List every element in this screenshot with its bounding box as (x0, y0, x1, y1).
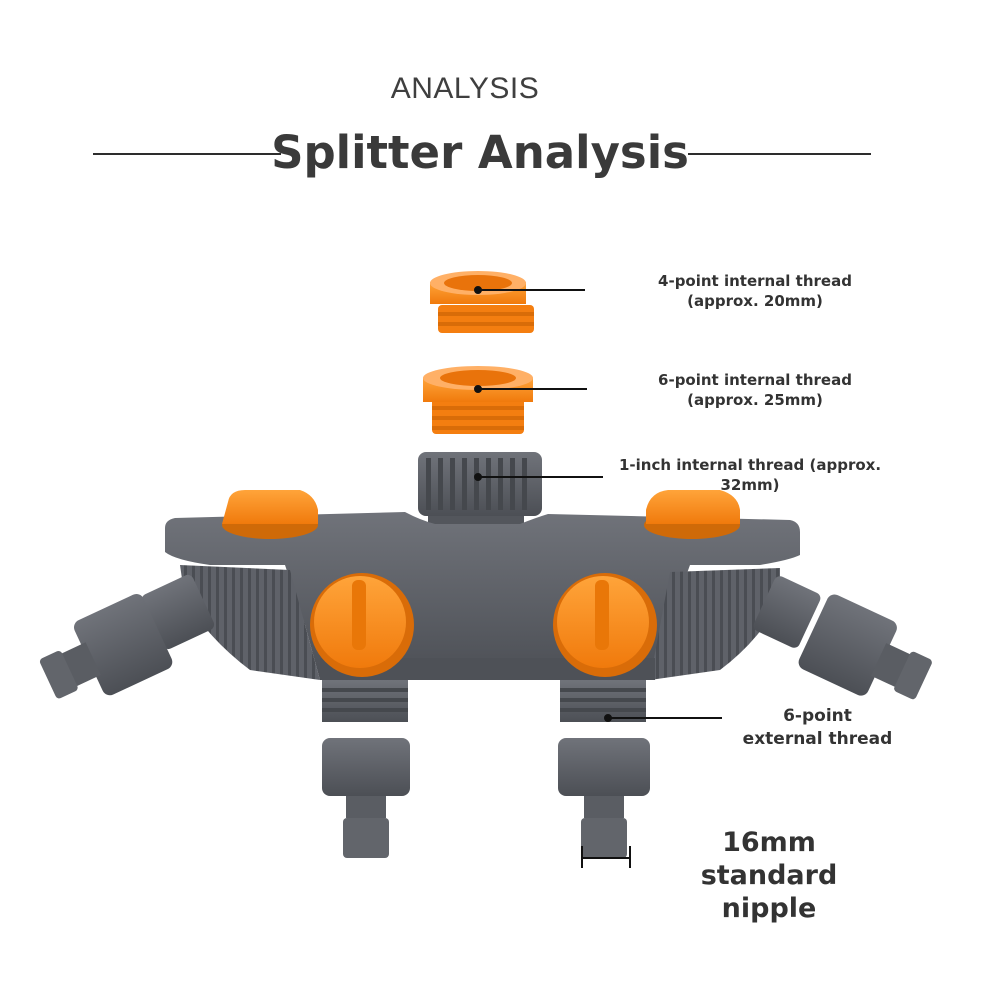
callout-external-thread: 6-point external thread (715, 705, 920, 751)
bottom-connector-right (558, 738, 650, 858)
callout-leaders (474, 286, 722, 868)
callout-1-inch-line1: 1-inch internal thread (approx. (618, 456, 882, 474)
valve-knob-left (310, 573, 414, 677)
page-title: Splitter Analysis (271, 126, 689, 179)
callout-4-point-line1: 4-point internal thread (658, 272, 852, 290)
callout-4-point-line2: (approx. 20mm) (687, 292, 823, 310)
side-thread-left (141, 574, 215, 650)
callout-1-inch-thread: 1-inch internal thread (approx. 32mm) (605, 455, 895, 495)
callout-6-point-line2: (approx. 25mm) (687, 391, 823, 409)
side-connector-right (798, 594, 932, 700)
bottom-connector-left (322, 738, 410, 858)
bottom-thread-left (322, 680, 408, 722)
body-cap-right (644, 490, 740, 539)
callout-external-line1: 6-point (783, 706, 852, 726)
callout-1-inch-line2: 32mm) (720, 476, 780, 494)
bottom-thread-right (560, 680, 646, 722)
adapter-6-point (423, 366, 533, 434)
callout-6-point-line1: 6-point internal thread (658, 371, 852, 389)
body-cap-left (222, 490, 318, 539)
callout-external-line2: external thread (742, 729, 893, 749)
callout-4-point-thread: 4-point internal thread (approx. 20mm) (640, 271, 870, 311)
title-rule-left (93, 153, 281, 155)
callout-nipple: 16mm standard nipple (655, 826, 883, 925)
side-thread-right (753, 576, 821, 648)
side-connector-left (39, 594, 173, 699)
section-eyebrow: ANALYSIS (390, 72, 540, 105)
callout-6-point-thread: 6-point internal thread (approx. 25mm) (640, 370, 870, 410)
adapter-4-point (430, 271, 534, 333)
valve-knob-right (553, 573, 657, 677)
title-rule-right (688, 153, 871, 155)
callout-nipple-line1: 16mm standard (700, 827, 838, 891)
callout-nipple-line2: nipple (721, 893, 817, 924)
